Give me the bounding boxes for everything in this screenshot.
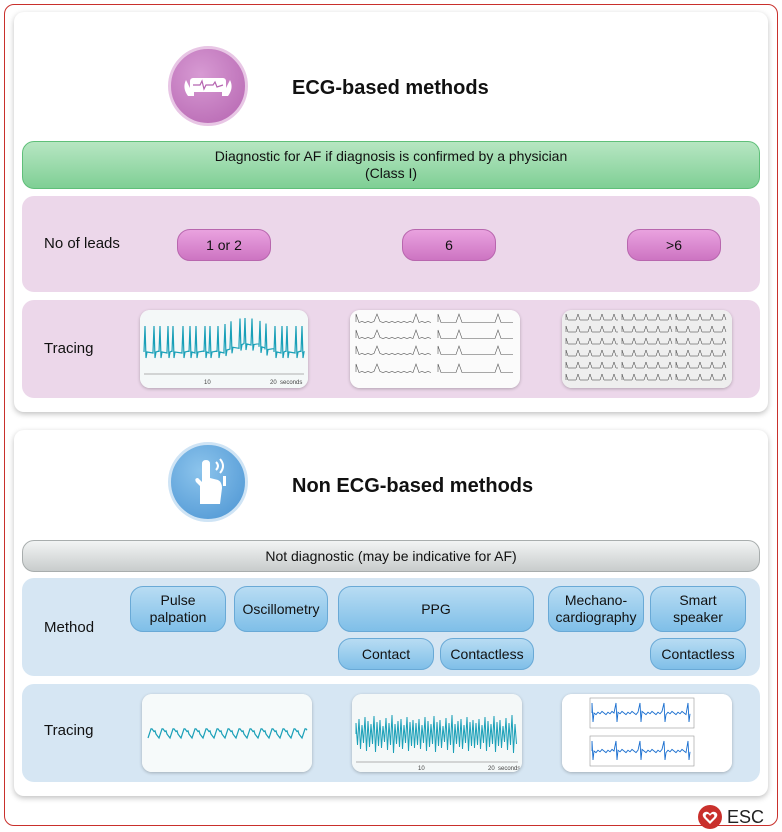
- method-row: Method Pulse palpation Oscillometry PPG …: [22, 578, 760, 676]
- twelve-lead-trace: [675, 337, 727, 345]
- method-mechanocardiography: Mechano-cardiography: [548, 586, 644, 632]
- single-lead-trace: [143, 317, 305, 359]
- six-lead-ecg-thumbnail: [350, 310, 520, 388]
- twelve-lead-trace: [565, 325, 618, 333]
- twelve-lead-ecg-thumbnail: [562, 310, 732, 388]
- ppg-contact: Contact: [338, 638, 434, 670]
- axis-tick-20: 20: [270, 380, 277, 386]
- mechanocardiography-label: Mechano-cardiography: [555, 592, 637, 625]
- method-pulse-palpation: Pulse palpation: [130, 586, 226, 632]
- ppg-axis-unit: seconds: [498, 766, 520, 772]
- mcg-trace-bottom: [591, 740, 691, 761]
- twelve-lead-trace: [565, 313, 618, 321]
- twelve-lead-trace: [565, 337, 618, 345]
- single-lead-ecg-thumbnail: 10 20 seconds: [140, 310, 308, 388]
- twelve-lead-trace: [621, 313, 673, 321]
- ppg-axis-tick-20: 20: [488, 766, 495, 772]
- pulse-palpation-label: Pulse palpation: [149, 592, 207, 625]
- six-lead-trace: [355, 329, 432, 339]
- mechanocardiography-thumbnail: [562, 694, 732, 772]
- banner-line-1: Diagnostic for AF if diagnosis is confir…: [214, 148, 568, 164]
- twelve-lead-trace: [621, 349, 673, 357]
- ppg-thumbnail: 10 20 seconds: [352, 694, 522, 772]
- twelve-lead-traces: [562, 310, 732, 388]
- banner-line-2: (Class I): [364, 165, 418, 181]
- pulse-trace: [147, 728, 308, 740]
- smart-speaker-label: Smart speaker: [673, 592, 723, 625]
- twelve-lead-trace: [621, 373, 673, 381]
- twelve-lead-trace: [621, 361, 673, 369]
- leads-pill-1-or-2: 1 or 2: [177, 229, 271, 261]
- ppg-axis-tick-10: 10: [418, 766, 425, 772]
- axis-tick-10: 10: [204, 380, 211, 386]
- mcg-trace-top: [591, 702, 691, 723]
- non-ecg-tracing-label: Tracing: [44, 722, 94, 739]
- esc-logo: ESC: [697, 804, 764, 830]
- non-ecg-panel: Non ECG-based methods Not diagnostic (ma…: [14, 430, 768, 796]
- twelve-lead-trace: [675, 373, 727, 381]
- six-lead-traces: [350, 310, 520, 388]
- method-ppg: PPG: [338, 586, 534, 632]
- non-ecg-tracing-row: Tracing 10 20 seconds: [22, 684, 760, 782]
- twelve-lead-trace: [621, 325, 673, 333]
- axis-unit: seconds: [280, 380, 302, 386]
- method-oscillometry: Oscillometry: [234, 586, 328, 632]
- ppg-trace: [355, 714, 517, 754]
- ecg-tracing-row: Tracing 10 20 seconds: [22, 300, 760, 398]
- six-lead-trace: [437, 329, 513, 339]
- leads-pill-more-than-6: >6: [627, 229, 721, 261]
- handheld-ecg-icon: [168, 46, 248, 126]
- speaker-contactless: Contactless: [650, 638, 746, 670]
- finger-touch-icon: [168, 442, 248, 522]
- heart-logo-icon: [697, 805, 722, 829]
- ecg-section-title: ECG-based methods: [292, 77, 489, 99]
- ppg-contactless: Contactless: [440, 638, 534, 670]
- six-lead-trace: [437, 313, 513, 323]
- twelve-lead-trace: [565, 373, 618, 381]
- leads-row: No of leads 1 or 2 6 >6: [22, 196, 760, 292]
- method-smart-speaker: Smart speaker: [650, 586, 746, 632]
- twelve-lead-trace: [565, 361, 618, 369]
- esc-logo-text: ESC: [726, 806, 764, 827]
- six-lead-trace: [355, 313, 432, 323]
- twelve-lead-trace: [621, 337, 673, 345]
- leads-label: No of leads: [44, 235, 120, 252]
- six-lead-trace: [437, 363, 513, 373]
- ecg-tracing-label: Tracing: [44, 340, 94, 357]
- leads-pill-6: 6: [402, 229, 496, 261]
- six-lead-trace: [437, 345, 513, 355]
- six-lead-trace: [355, 345, 432, 355]
- twelve-lead-trace: [675, 325, 727, 333]
- six-lead-trace: [355, 363, 432, 373]
- twelve-lead-trace: [675, 361, 727, 369]
- ecg-panel: ECG-based methods Diagnostic for AF if d…: [14, 12, 768, 412]
- twelve-lead-trace: [675, 349, 727, 357]
- ecg-diagnostic-banner: Diagnostic for AF if diagnosis is confir…: [22, 141, 760, 189]
- twelve-lead-trace: [675, 313, 727, 321]
- non-ecg-diagnostic-banner: Not diagnostic (may be indicative for AF…: [22, 540, 760, 572]
- method-label: Method: [44, 619, 95, 636]
- twelve-lead-trace: [565, 349, 618, 357]
- non-ecg-section-title: Non ECG-based methods: [292, 475, 534, 497]
- pulse-waveform-thumbnail: [142, 694, 312, 772]
